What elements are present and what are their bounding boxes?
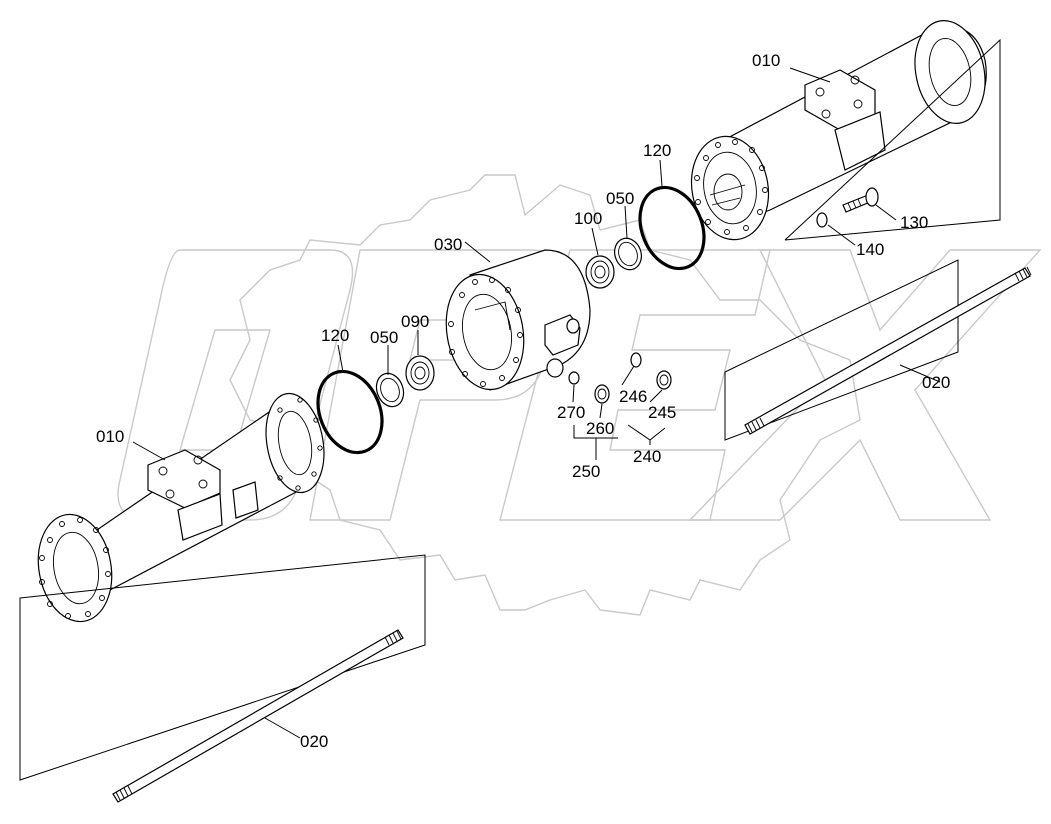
oring-120-left	[316, 369, 384, 455]
label-020-right: 020	[922, 373, 950, 392]
label-050-right: 050	[606, 189, 634, 208]
right-housing-bolt-holes	[694, 139, 768, 235]
right-shaft-frame	[724, 259, 959, 441]
center-housing-bolt-holes	[448, 277, 523, 387]
right-shaft-020	[744, 266, 1032, 435]
bearing-090	[405, 355, 435, 391]
oring-120-right	[638, 185, 706, 271]
leader-lines	[132, 67, 941, 739]
label-240: 240	[633, 447, 661, 466]
label-020-left: 020	[300, 732, 328, 751]
left-axle-housing	[37, 392, 325, 623]
oring-270	[568, 371, 580, 385]
label-100: 100	[574, 209, 602, 228]
oring-050-right	[614, 237, 642, 271]
label-090: 090	[401, 312, 429, 331]
label-050-left: 050	[370, 328, 398, 347]
label-140: 140	[856, 240, 884, 259]
opex-watermark	[117, 174, 1042, 616]
washer-140	[816, 212, 828, 228]
left-housing-frame	[19, 554, 426, 781]
bearing-100	[585, 255, 615, 289]
label-260: 260	[586, 419, 614, 438]
right-housing-bracket	[834, 111, 886, 171]
label-246: 246	[619, 387, 647, 406]
right-housing-frame	[784, 38, 1001, 241]
left-housing-bolt-holes	[39, 517, 111, 619]
bolt-130	[842, 187, 879, 213]
plug-245	[656, 370, 672, 390]
left-housing-plate	[232, 481, 259, 519]
left-housing-inner-flange	[265, 392, 325, 494]
oring-246	[630, 352, 642, 368]
oring-050-left	[375, 372, 405, 408]
label-245: 245	[648, 403, 676, 422]
label-120-left: 120	[321, 326, 349, 345]
label-010-right: 010	[752, 51, 780, 70]
watermark-letter-x	[688, 249, 1042, 521]
label-130: 130	[900, 213, 928, 232]
label-030: 030	[434, 235, 462, 254]
left-inner-flange-bolt-holes	[277, 397, 323, 491]
watermark-gear-outline	[229, 174, 861, 616]
plug-260	[594, 384, 610, 404]
center-housing-030	[445, 249, 591, 391]
label-010-left: 010	[96, 427, 124, 446]
right-housing-outer-flange	[914, 20, 986, 124]
left-housing-bracket	[177, 493, 223, 541]
label-250: 250	[572, 462, 600, 481]
right-axle-housing	[690, 20, 987, 241]
part-labels: 010 010 020 020 030 120 050 090 100 050 …	[96, 51, 950, 751]
label-120-right: 120	[643, 141, 671, 160]
left-shaft-020	[112, 629, 404, 803]
label-270: 270	[557, 403, 585, 422]
right-housing-inner-flange	[690, 135, 770, 241]
